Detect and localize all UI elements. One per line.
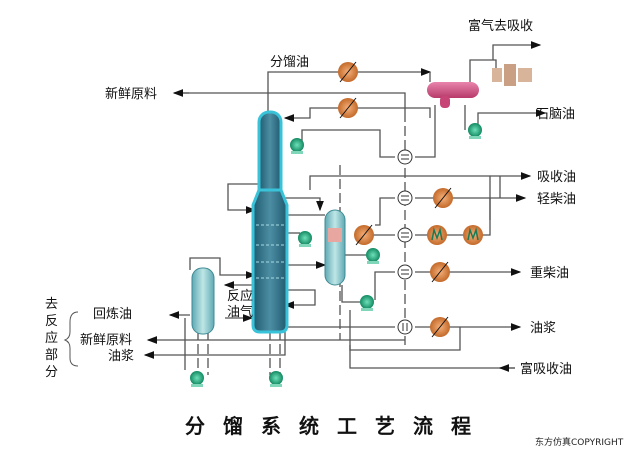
pump-icon [190,371,204,387]
label-naphtha: 石脑油 [536,107,575,122]
label-absorption-oil: 吸收油 [537,170,576,185]
svg-text:应: 应 [45,330,58,346]
heat-exchangers [338,61,483,338]
reflux-drum[interactable] [427,82,479,108]
settler-vessel[interactable] [191,267,215,335]
label-rich-absorption-oil: 富吸收油 [520,361,572,377]
diagram-title: 分馏系统工艺流程 [185,414,489,438]
pump-icon [366,248,380,264]
valve-icon [397,227,413,243]
valve-icon [397,319,413,335]
label-slurry-right: 油浆 [530,321,556,336]
pump-icon [290,138,304,154]
heat-exchanger-icon [338,61,358,83]
svg-text:分: 分 [45,365,58,380]
label-slurry-left: 油浆 [108,349,134,364]
flow-valves [397,149,413,335]
heat-exchanger-icon [338,97,358,119]
label-heavy-diesel: 重柴油 [530,265,569,281]
svg-text:部: 部 [45,348,58,363]
pump-icon [468,123,482,139]
main-fractionator-column[interactable] [251,110,289,334]
valve-icon [397,264,413,280]
label-reaction-gas-1: 反应 [227,288,253,304]
brace-icon [63,311,79,367]
pumps [190,123,482,387]
pump-icon [360,295,374,311]
heat-exchanger-icon [430,261,450,283]
heat-exchanger-icon [354,224,374,246]
label-to-reaction: 去 反 应 部 分 [45,297,58,380]
valve-icon [397,190,413,206]
copyright-text: 东方仿真COPYRIGHT [535,436,624,448]
label-reaction-gas-2: 油气 [227,304,253,320]
label-fractionation-oil: 分馏油 [270,55,309,70]
label-light-diesel: 轻柴油 [537,192,576,207]
cooler-icon [427,225,447,245]
label-fresh-feed-top: 新鲜原料 [105,86,157,102]
heat-exchanger-icon [433,187,453,209]
svg-text:去: 去 [45,297,58,312]
valve-icon [397,149,413,165]
label-rich-gas: 富气去吸收 [468,18,533,34]
compressor-icon [492,64,532,86]
label-fresh-feed-bottom: 新鲜原料 [80,332,132,348]
stripper-vessel[interactable] [324,209,346,286]
pump-icon [269,371,283,387]
heat-exchanger-icon [430,316,450,338]
svg-text:反: 反 [45,314,58,329]
label-recycle-oil: 回炼油 [93,307,132,322]
pump-icon [298,231,312,247]
cooler-icon [463,225,483,245]
